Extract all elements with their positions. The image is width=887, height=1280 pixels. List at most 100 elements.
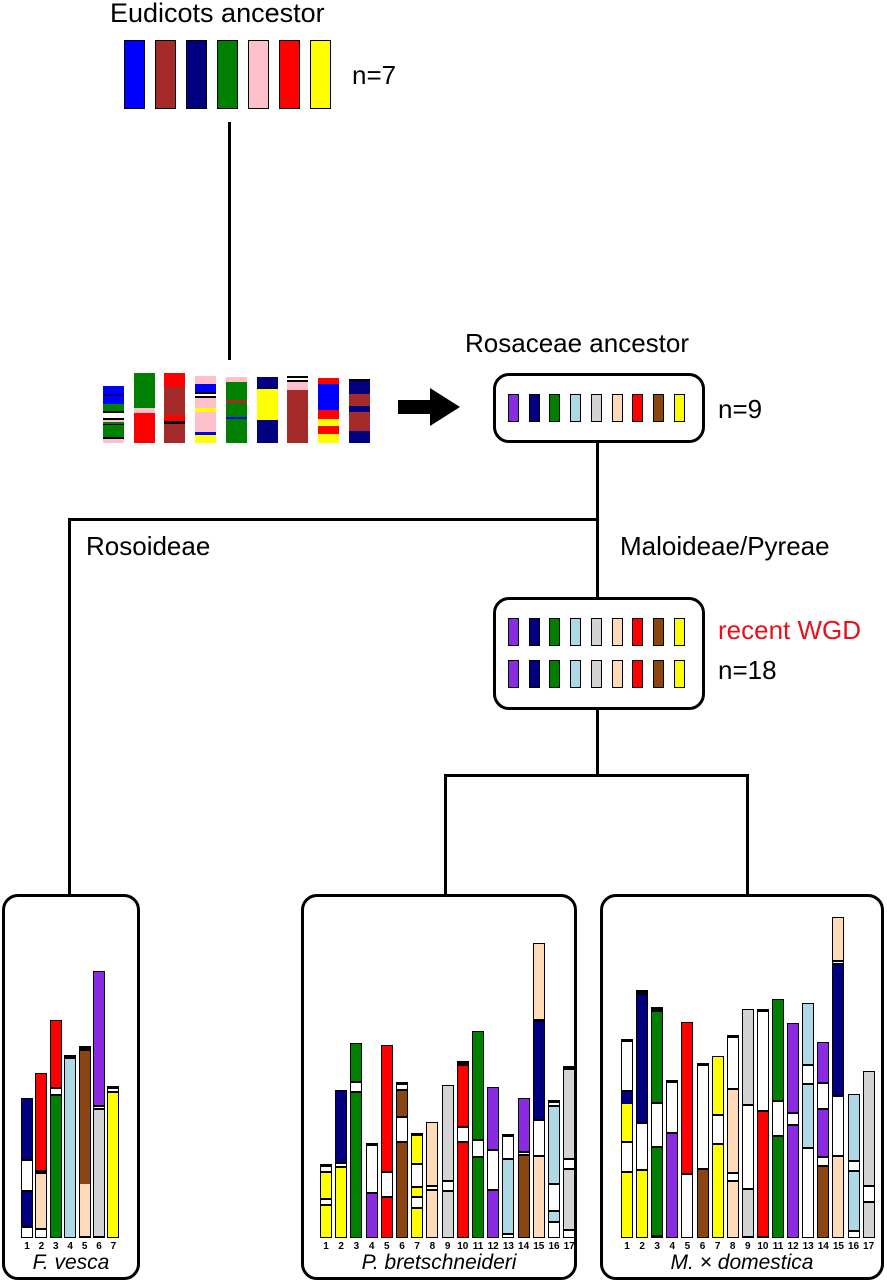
chromosome-segment-purple bbox=[518, 1099, 529, 1151]
chromosome-segment-lightblue bbox=[549, 1107, 559, 1183]
chromosome-segment-white bbox=[195, 392, 217, 398]
chromosome-segment-white bbox=[457, 1126, 468, 1143]
chromosome-segment-brown-red bbox=[225, 400, 247, 403]
chromosome-number: 10 bbox=[457, 1241, 469, 1252]
chromosome-segment-red bbox=[50, 1021, 61, 1087]
chromosome-segment-red bbox=[757, 1112, 768, 1236]
species-chromosome bbox=[456, 1061, 469, 1238]
chromosome-segment-pink bbox=[195, 398, 217, 408]
chromosome-segment-white bbox=[457, 1062, 468, 1066]
chromosome-segment-green bbox=[773, 1000, 783, 1100]
chromosome-segment-yellow bbox=[622, 1104, 632, 1141]
species-chromosome bbox=[49, 1020, 62, 1238]
chromosome-segment-white bbox=[637, 1122, 648, 1171]
chromosome-segment-white bbox=[697, 1064, 708, 1170]
species-chromosome bbox=[621, 1039, 633, 1238]
chromosome-segment-white bbox=[321, 1165, 331, 1173]
chromosome-segment-white bbox=[36, 1228, 47, 1237]
chromosome-segment-white bbox=[727, 1172, 738, 1182]
chromosome-segment-white bbox=[503, 1233, 514, 1237]
chromosome-segment-green bbox=[103, 404, 124, 411]
chromosome-segment-navy bbox=[256, 377, 278, 389]
species-chromosome bbox=[365, 1143, 378, 1238]
wgd-chromosome bbox=[590, 618, 602, 646]
eudicots-chromosome bbox=[155, 40, 176, 109]
species-chromosome bbox=[107, 1086, 120, 1238]
chromosome-segment-red bbox=[36, 1074, 47, 1170]
intermediate-chromosome bbox=[103, 386, 124, 443]
eudicots-chromosome bbox=[310, 40, 331, 109]
chromosome-segment-white bbox=[381, 1171, 392, 1198]
wgd-chromosome bbox=[528, 660, 540, 688]
species-name-f-vesca: F. vesca bbox=[32, 1251, 110, 1274]
chromosome-segment-white bbox=[757, 1236, 768, 1237]
chromosome-segment-white bbox=[397, 1083, 407, 1091]
chromosome-segment-yellow bbox=[195, 435, 217, 443]
species-chromosome bbox=[862, 1071, 875, 1238]
chromosome-segment-white bbox=[549, 1101, 559, 1107]
species-chromosome bbox=[426, 1122, 439, 1238]
intermediate-chromosome bbox=[164, 373, 186, 443]
chromosome-segment-yellow bbox=[317, 419, 339, 426]
chromosome-segment-brown bbox=[397, 1143, 407, 1237]
chromosome-number: 14 bbox=[817, 1241, 829, 1252]
wgd-event-label: recent WGD bbox=[718, 615, 862, 645]
chromosome-segment-red bbox=[682, 1023, 693, 1173]
chromosome-segment-red bbox=[457, 1066, 468, 1126]
chromosome-segment-navy bbox=[103, 394, 124, 396]
species-chromosome bbox=[532, 943, 545, 1238]
wgd-chromosome bbox=[508, 660, 519, 688]
chromosome-segment-green bbox=[473, 1158, 483, 1237]
chromosome-segment-red bbox=[457, 1143, 468, 1237]
chromosome-segment-white bbox=[667, 1081, 678, 1134]
chromosome-number: 10 bbox=[757, 1241, 769, 1252]
chromosome-segment-yellow bbox=[108, 1093, 119, 1237]
intermediate-chromosome bbox=[287, 376, 309, 443]
chromosome-segment-blue bbox=[195, 384, 217, 392]
chromosome-segment-white bbox=[397, 1116, 407, 1143]
chromosome-segment-white bbox=[321, 1198, 331, 1206]
chromosome-segment-green bbox=[351, 1093, 362, 1237]
chromosome-segment-white bbox=[488, 1149, 499, 1191]
chromosome-segment-white bbox=[108, 1087, 119, 1093]
chromosome-segment-purple bbox=[818, 1043, 829, 1082]
chromosome-segment-green bbox=[103, 425, 124, 437]
chromosome-segment-pink bbox=[225, 377, 247, 382]
wgd-chromosome bbox=[632, 660, 644, 688]
chromosome-segment-lightblue bbox=[503, 1160, 514, 1233]
species-chromosome bbox=[741, 1009, 754, 1238]
chromosome-segment-white bbox=[533, 1119, 544, 1157]
chromosome-number: 7 bbox=[714, 1241, 721, 1252]
chromosome-segment-white bbox=[518, 1151, 529, 1156]
chromosome-number: 2 bbox=[38, 1241, 45, 1252]
species-chromosome bbox=[681, 1022, 694, 1238]
rosaceae-chromosome bbox=[508, 394, 519, 422]
chromosome-segment-brown bbox=[697, 1170, 708, 1237]
chromosome-segment-brown bbox=[518, 1156, 529, 1237]
wgd-chromosome bbox=[652, 618, 664, 646]
chromosome-segment-gray bbox=[742, 1010, 753, 1104]
rosaceae-chromosome bbox=[652, 394, 664, 422]
species-panel-p-bretschneideri bbox=[301, 894, 577, 1280]
chromosome-segment-white bbox=[412, 1196, 423, 1209]
chromosome-segment-white bbox=[79, 1047, 90, 1051]
chromosome-segment-white bbox=[622, 1141, 632, 1173]
chromosome-number: 11 bbox=[472, 1241, 484, 1252]
wgd-ancestor-box bbox=[493, 597, 705, 710]
eudicots-chromosome bbox=[248, 40, 269, 109]
chromosome-segment-blue bbox=[317, 384, 339, 410]
tree-branch-rosoideae bbox=[68, 518, 71, 894]
chromosome-segment-white bbox=[351, 1081, 362, 1093]
chromosome-segment-peach bbox=[427, 1123, 438, 1185]
chromosome-segment-blue bbox=[103, 396, 124, 404]
chromosome-segment-white bbox=[833, 960, 844, 965]
chromosome-number: 17 bbox=[863, 1241, 875, 1252]
wgd-chromosome bbox=[549, 660, 561, 688]
rosaceae-chromosome bbox=[528, 394, 540, 422]
chromosome-segment-gray bbox=[564, 1070, 575, 1158]
chromosome-number: 8 bbox=[729, 1241, 736, 1252]
chromosome-segment-brown bbox=[818, 1167, 829, 1237]
chromosome-segment-yellow bbox=[637, 1171, 648, 1237]
chromosome-segment-red bbox=[381, 1046, 392, 1171]
clade-label-rosoideae: Rosoideae bbox=[86, 531, 211, 561]
